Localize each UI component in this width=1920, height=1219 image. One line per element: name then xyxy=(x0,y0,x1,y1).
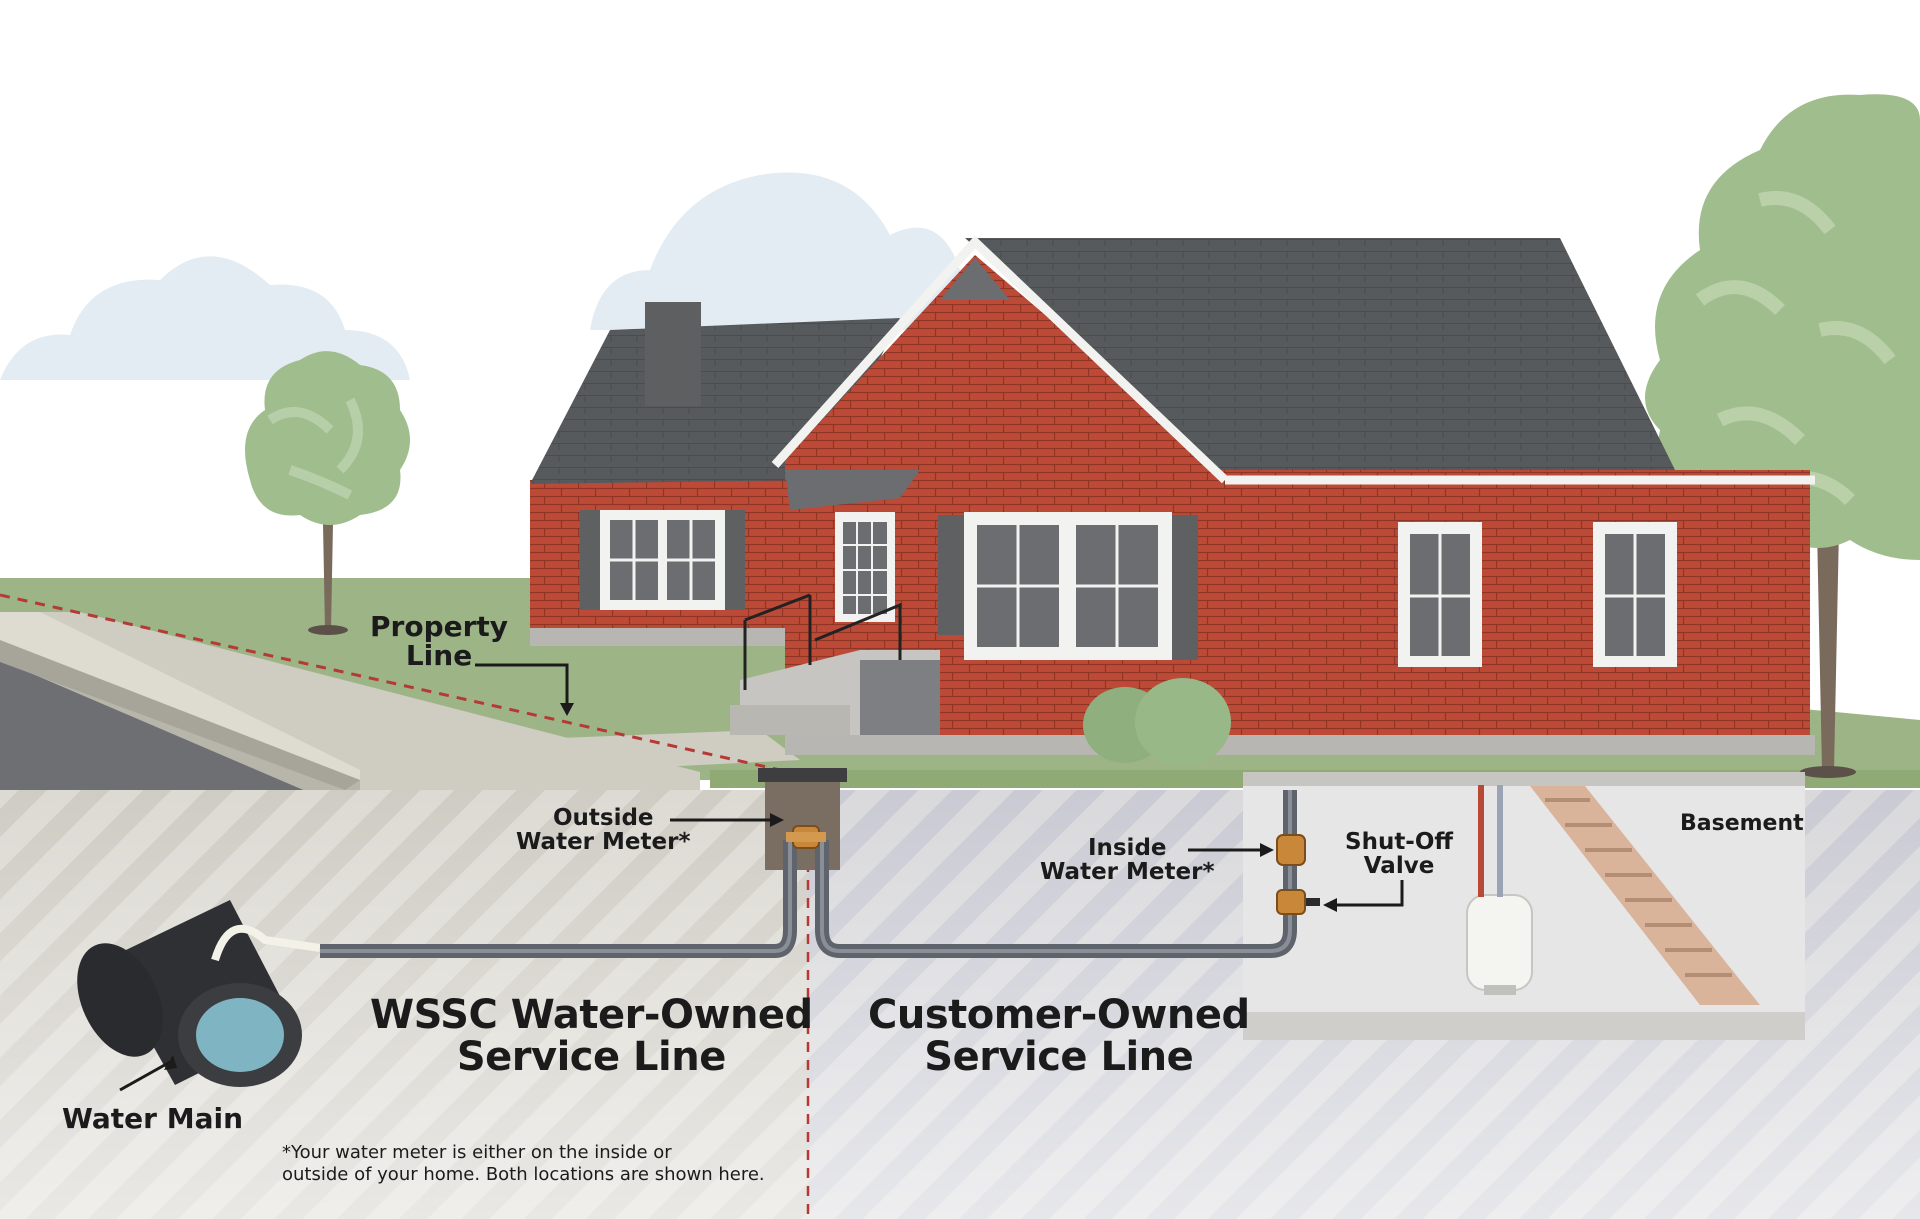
shutoff-label-line1: Shut-Off xyxy=(1345,830,1453,854)
inside-meter-label-line2: Water Meter* xyxy=(1040,860,1214,884)
shut-off-valve-label: Shut-Off Valve xyxy=(1345,830,1453,878)
property-line-label-line1: Property xyxy=(370,612,508,641)
property-line-label: Property Line xyxy=(370,612,508,671)
wssc-label-line2: Service Line xyxy=(370,1036,813,1078)
property-line-label-line2: Line xyxy=(370,641,508,670)
wssc-owned-service-line-label: WSSC Water-Owned Service Line xyxy=(370,994,813,1078)
footnote-line2: outside of your home. Both locations are… xyxy=(282,1164,765,1186)
outside-meter-label-line2: Water Meter* xyxy=(516,830,690,854)
wssc-label-line1: WSSC Water-Owned xyxy=(370,994,813,1036)
inside-water-meter-label: Inside Water Meter* xyxy=(1040,836,1214,884)
footnote-line1: *Your water meter is either on the insid… xyxy=(282,1142,765,1164)
meter-location-footnote: *Your water meter is either on the insid… xyxy=(282,1142,765,1185)
customer-label-line2: Service Line xyxy=(868,1036,1250,1078)
basement-label: Basement xyxy=(1680,812,1804,835)
outside-water-meter-label: Outside Water Meter* xyxy=(516,806,690,854)
shutoff-label-line2: Valve xyxy=(1345,854,1453,878)
customer-owned-service-line-label: Customer-Owned Service Line xyxy=(868,994,1250,1078)
customer-label-line1: Customer-Owned xyxy=(868,994,1250,1036)
inside-meter-label-line1: Inside xyxy=(1040,836,1214,860)
outside-meter-label-line1: Outside xyxy=(516,806,690,830)
water-main-label: Water Main xyxy=(62,1104,243,1133)
